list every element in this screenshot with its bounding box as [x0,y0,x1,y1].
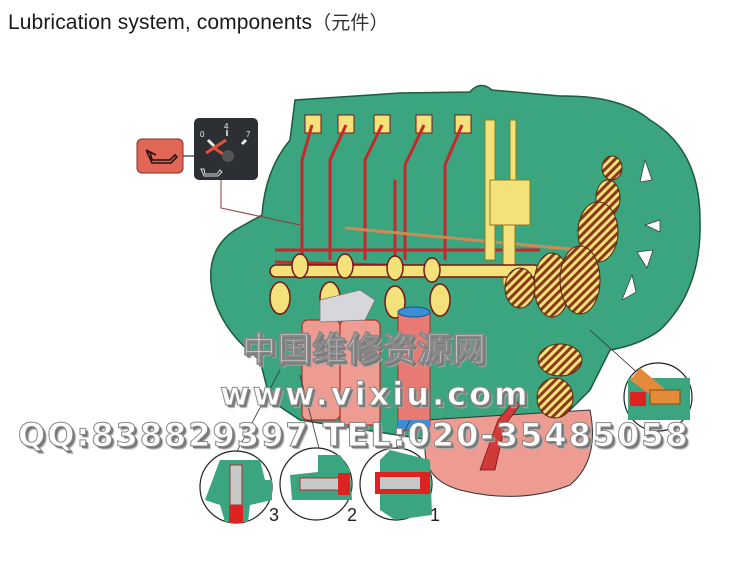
leader-line-1 [394,419,411,453]
vent-hole [639,158,653,183]
oil-cooler-housing [319,289,376,323]
detail-valve-2 [279,447,353,521]
callout-number-3: 3 [269,505,280,525]
title-text: Lubrication system, components [8,11,313,34]
watermark-line-2: www.vixiu.com [219,375,531,414]
title-cjk: （元件） [312,12,389,34]
oil-pressure-gauge: 0 4 7 [194,118,258,180]
detail-valve-1 [359,447,433,521]
watermark-line-3: QQ:838829397 TEL:020-35485058 [18,416,690,455]
oil-can-icon [200,168,223,177]
oil-pickup [479,399,521,471]
full-flow-filter [397,306,431,431]
gauge-label-max: 7 [246,130,251,139]
detail-valve-right [623,362,693,432]
watermark-line-1: 中国维修资源网 [242,330,487,371]
callout-number-2: 2 [347,505,358,525]
gauge-label-min: 0 [200,130,205,139]
valve-rockers [304,114,472,134]
leader-line-2 [299,374,321,453]
page-title: Lubrication system, components（元件） [8,8,389,35]
oil-cooler-filters [301,319,381,426]
leader-line-3 [234,369,281,456]
gauge-wire [220,180,301,226]
detail-valve-3 [199,450,273,524]
gauge-label-mid: 4 [224,122,229,131]
vent-hole [636,249,654,269]
gallery-pipe [344,226,581,252]
oil-pressure-warning-lamp [136,138,184,174]
vent-hole [621,273,637,301]
oil-sump [424,409,593,497]
callout-number-1: 1 [430,505,441,525]
timing-gears [504,155,623,419]
leader-line-right [589,329,641,376]
vent-hole [644,219,661,233]
oil-can-icon [145,149,179,164]
